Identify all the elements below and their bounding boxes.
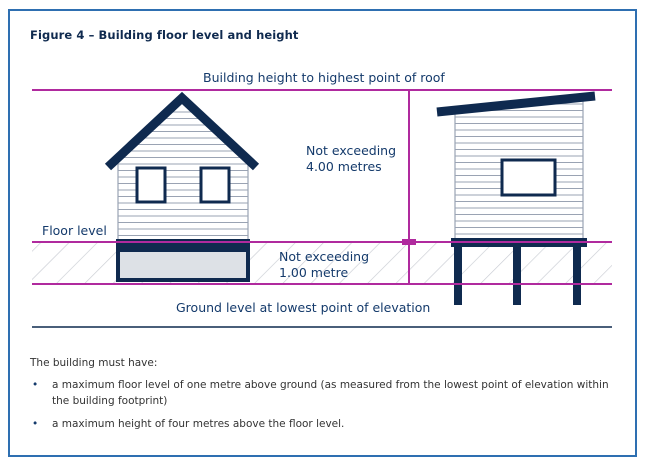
house-window-left (135, 166, 167, 204)
requirement-item: a maximum height of four metres above th… (30, 416, 620, 433)
shed-stilt (573, 247, 581, 305)
requirements-intro: The building must have: (30, 357, 158, 369)
shed-stilt (513, 247, 521, 305)
floor-level-label: Floor level (42, 223, 107, 238)
requirements-list: a maximum floor level of one metre above… (30, 377, 620, 438)
max-height-label-2: 4.00 metres (306, 159, 382, 174)
max-floor-label-2: 1.00 metre (279, 265, 349, 280)
max-floor-label-1: Not exceeding (279, 249, 370, 264)
house-foundation (116, 248, 250, 282)
shed-stilt (454, 247, 462, 305)
ground-level-label: Ground level at lowest point of elevatio… (176, 300, 431, 315)
shed-right (436, 80, 600, 305)
max-height-label-1: Not exceeding (306, 143, 397, 158)
shed-window (500, 158, 557, 197)
house-roof (104, 91, 260, 171)
figure-frame (8, 9, 637, 457)
building-height-label: Building height to highest point of roof (203, 70, 445, 85)
dimension-marker (402, 89, 416, 285)
figure-title: Figure 4 – Building floor level and heig… (30, 28, 299, 42)
house-floor-beam (116, 239, 250, 248)
requirement-item: a maximum floor level of one metre above… (30, 377, 620, 410)
house-window-right (199, 166, 231, 204)
shed-roof (436, 91, 596, 117)
house-left (104, 91, 260, 282)
